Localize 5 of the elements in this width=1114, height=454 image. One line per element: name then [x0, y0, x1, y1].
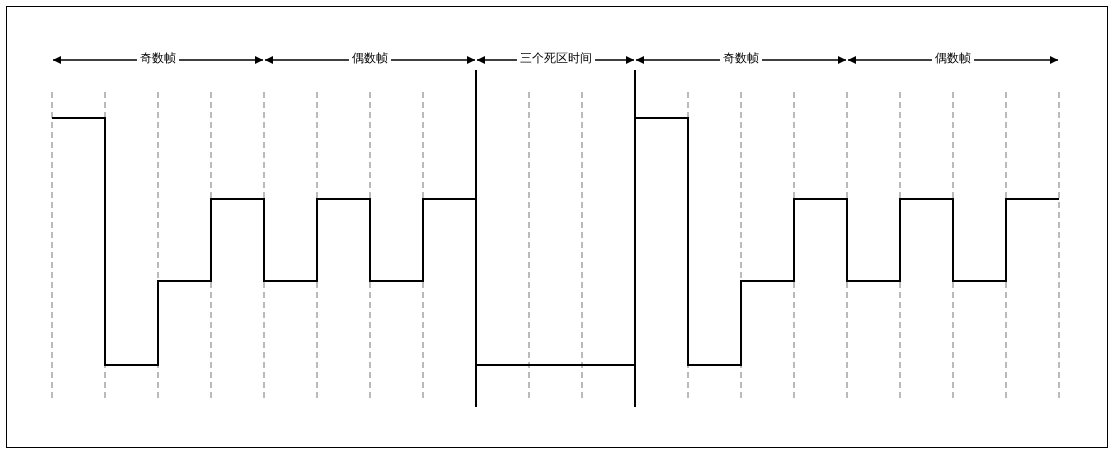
span-label: 奇数帧	[137, 51, 179, 66]
span-label: 偶数帧	[932, 51, 974, 66]
span-label: 偶数帧	[349, 51, 391, 66]
span-label: 奇数帧	[720, 51, 762, 66]
span-label: 三个死区时间	[516, 51, 595, 66]
